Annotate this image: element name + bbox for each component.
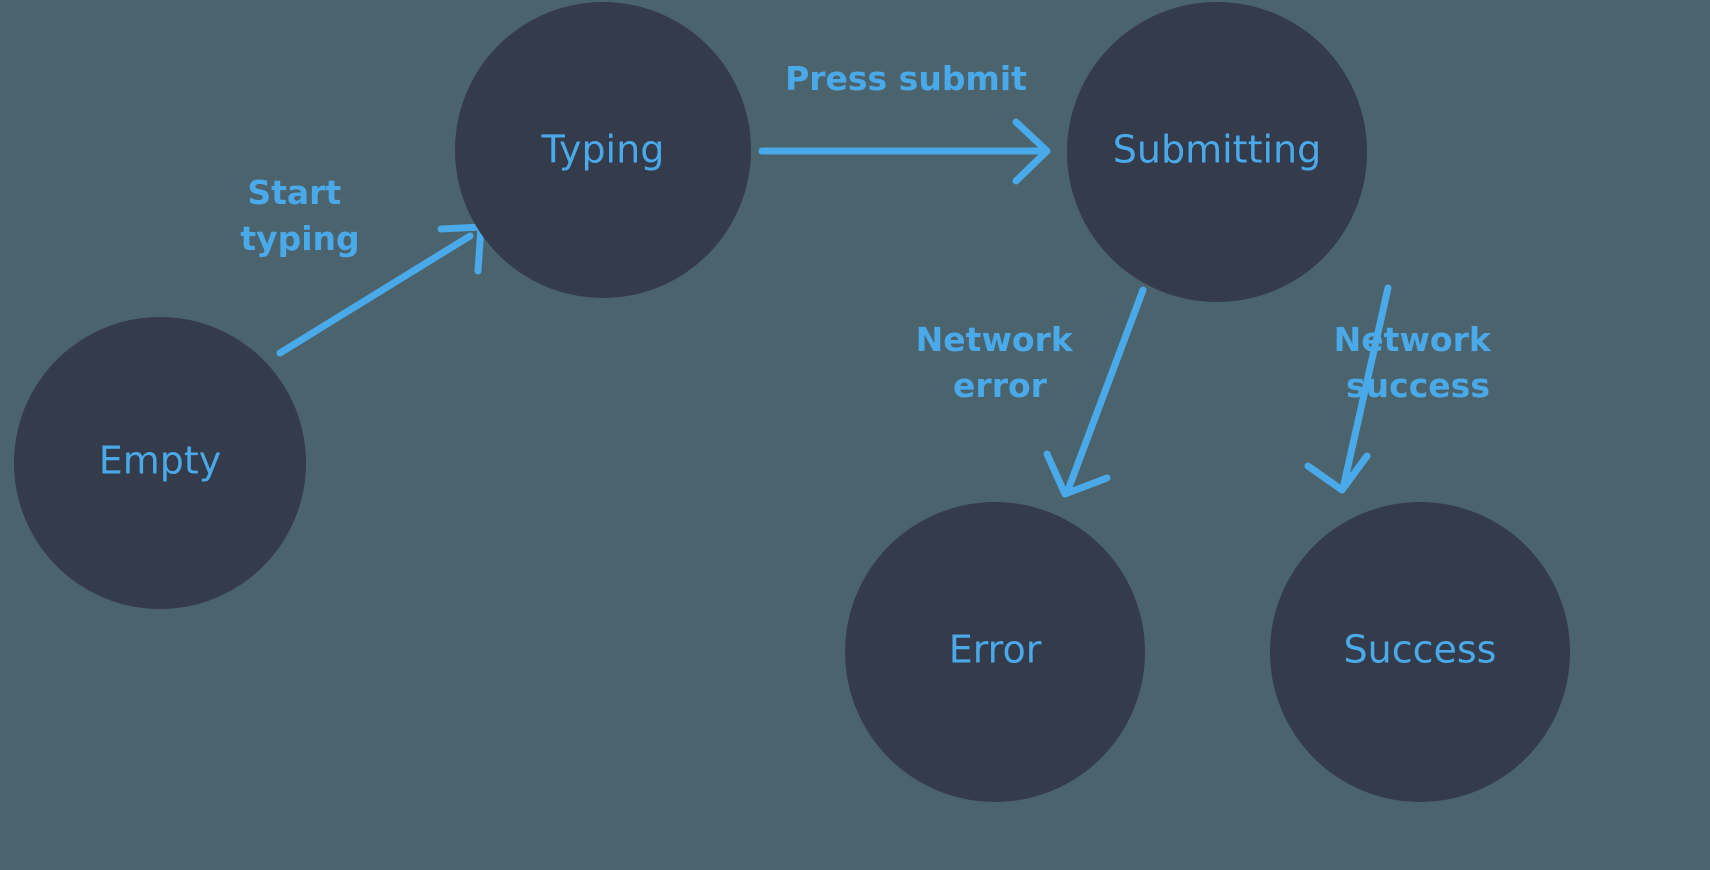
state-label-submitting: Submitting bbox=[1113, 128, 1321, 172]
state-circle-submitting[interactable] bbox=[1067, 2, 1367, 302]
transition-press-submit: Press submit bbox=[758, 59, 1051, 185]
state-node-empty[interactable]: Empty bbox=[14, 317, 306, 609]
network-success-arrow-shaft bbox=[1340, 284, 1392, 488]
transition-start-typing: Start typing bbox=[240, 173, 485, 357]
state-label-typing: Typing bbox=[541, 128, 665, 172]
state-label-error: Error bbox=[949, 628, 1042, 672]
start-typing-label-line-2: typing bbox=[240, 219, 359, 258]
state-label-empty: Empty bbox=[99, 439, 222, 483]
network-success-label: Network success bbox=[1334, 320, 1503, 405]
network-success-arrowhead-icon bbox=[1304, 452, 1371, 494]
start-typing-arrow-shaft bbox=[276, 232, 474, 357]
state-circle-typing[interactable] bbox=[455, 2, 751, 298]
state-node-success[interactable]: Success bbox=[1270, 502, 1570, 802]
network-error-label-line-2: error bbox=[953, 366, 1048, 405]
network-error-label: Network error bbox=[916, 320, 1085, 405]
state-circle-empty[interactable] bbox=[14, 317, 306, 609]
press-submit-arrowhead-icon bbox=[1012, 118, 1051, 185]
network-error-arrowhead-icon bbox=[1043, 450, 1111, 498]
transition-network-success: Network success bbox=[1304, 284, 1503, 494]
network-success-label-line-1: Network bbox=[1334, 320, 1492, 359]
network-error-label-line-1: Network bbox=[916, 320, 1074, 359]
state-node-typing[interactable]: Typing bbox=[455, 2, 751, 298]
state-circle-error[interactable] bbox=[845, 502, 1145, 802]
press-submit-label-line-1: Press submit bbox=[785, 59, 1027, 98]
state-node-submitting[interactable]: Submitting bbox=[1067, 2, 1367, 302]
press-submit-label: Press submit bbox=[785, 59, 1027, 98]
state-circle-success[interactable] bbox=[1270, 502, 1570, 802]
transition-network-error: Network error bbox=[916, 286, 1147, 498]
network-error-arrow-shaft bbox=[1064, 286, 1147, 494]
network-success-label-line-2: success bbox=[1346, 366, 1490, 405]
state-node-error[interactable]: Error bbox=[845, 502, 1145, 802]
start-typing-label: Start typing bbox=[240, 173, 359, 258]
start-typing-label-line-1: Start bbox=[247, 173, 341, 212]
state-label-success: Success bbox=[1344, 628, 1497, 672]
